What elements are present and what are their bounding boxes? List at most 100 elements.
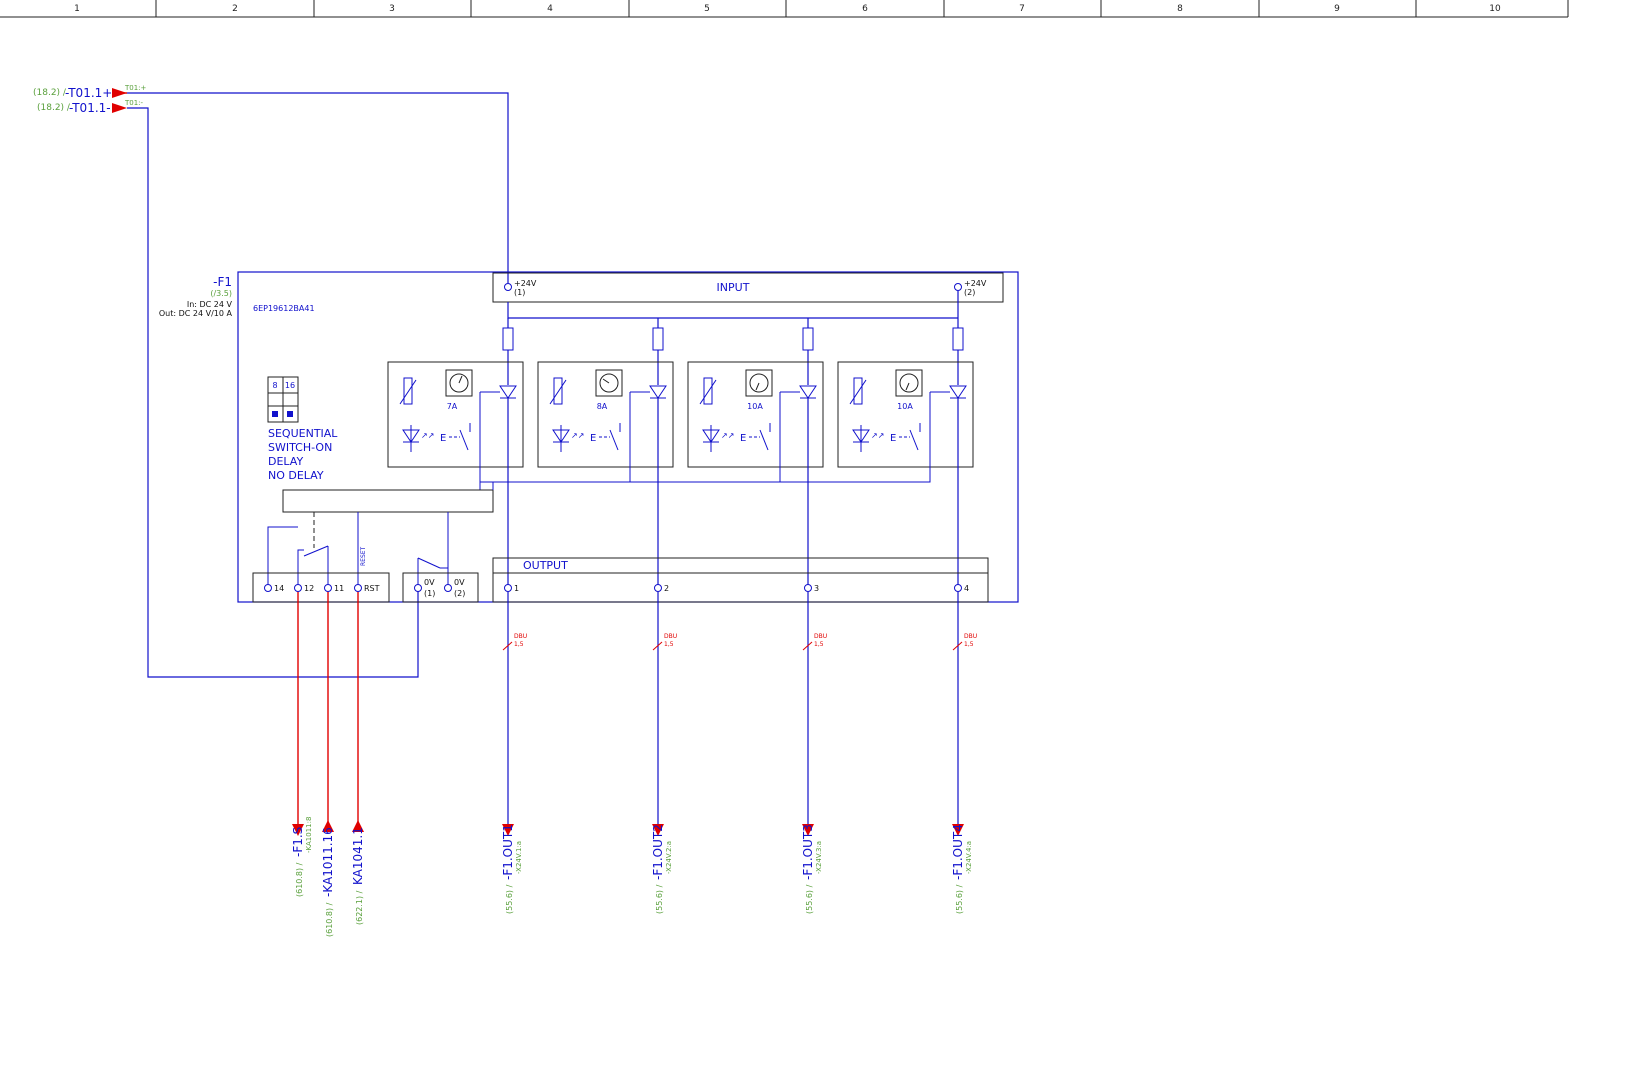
- arrow-up-icon: [352, 820, 364, 832]
- fuse-4: [952, 327, 964, 351]
- target-1-sub: -KA1011:8: [305, 817, 313, 853]
- arrow-down-icon: [292, 824, 304, 836]
- channel-3-rating: 10A: [747, 402, 763, 411]
- terminal-0v-2-num: (2): [454, 589, 465, 598]
- cable-3-type: DBU: [814, 633, 827, 640]
- channel-4-rating: 10A: [897, 402, 913, 411]
- terminal-0v-1-num: (1): [424, 589, 435, 598]
- target-6-ref: (55.6) /: [805, 884, 814, 914]
- input-minus-tag: T01:-: [124, 99, 144, 107]
- target-2-ref: (610.8) /: [325, 902, 334, 937]
- mode-text-3: DELAY: [268, 455, 303, 468]
- dip-position-8[interactable]: [272, 411, 278, 417]
- output-terminal-3[interactable]: [804, 584, 812, 592]
- cable-4-size: 1,5: [964, 641, 974, 648]
- wire-minus: [127, 107, 419, 678]
- input-bar: [492, 272, 1004, 303]
- dip-label-16: 16: [285, 381, 295, 390]
- dip-switch[interactable]: 8 16: [267, 376, 299, 423]
- dial-icon: [745, 369, 773, 397]
- supply-inputs: (18.2) / -T01.1+ T01:+ (18.2) / -T01.1- …: [33, 84, 509, 678]
- channel-output-wires: [479, 391, 959, 588]
- terminal-rst-label: RST: [364, 584, 380, 593]
- relay-terminal-strip: [252, 572, 390, 603]
- column-number-6: 6: [862, 4, 868, 14]
- mode-text-4: NO DELAY: [268, 469, 324, 482]
- target-5-name[interactable]: -F1.OUT2: [651, 824, 665, 880]
- terminal-11-label: 11: [334, 584, 344, 593]
- arrow-down-icon: [502, 824, 514, 836]
- output-terminal-2[interactable]: [654, 584, 662, 592]
- input-minus-name[interactable]: -T01.1-: [69, 101, 111, 115]
- output-terminal-4[interactable]: [954, 584, 962, 592]
- cable-2-type: DBU: [664, 633, 677, 640]
- input-terminal-1[interactable]: [504, 283, 512, 291]
- target-4-name[interactable]: -F1.OUT1: [501, 824, 515, 880]
- cable-3-size: 1,5: [814, 641, 824, 648]
- diode-icon: [949, 385, 967, 399]
- target-7-ref: (55.6) /: [955, 884, 964, 914]
- output-bar-label: OUTPUT: [523, 559, 568, 572]
- channel-module-2[interactable]: 8A ↗↗ E: [537, 361, 674, 468]
- led-letter-1: E: [440, 433, 446, 444]
- diode-icon: [649, 385, 667, 399]
- input-plus-tag: T01:+: [124, 84, 147, 92]
- output-terminal-3-label: 3: [814, 584, 819, 593]
- target-1-ref: (610.8) /: [295, 862, 304, 897]
- output-terminal-1[interactable]: [504, 584, 512, 592]
- input-terminal-1-num: (1): [514, 288, 525, 297]
- output-terminal-4-label: 4: [964, 584, 969, 593]
- terminal-0v-1-name: 0V: [424, 578, 435, 587]
- target-7-name[interactable]: -F1.OUT4: [951, 824, 965, 880]
- dip-position-16[interactable]: [287, 411, 293, 417]
- input-terminal-1-name: +24V: [514, 279, 537, 288]
- arrow-down-icon: [802, 824, 814, 836]
- input-bus: [507, 302, 958, 319]
- column-number-8: 8: [1177, 4, 1183, 14]
- outgoing-wires: DBU 1,5 DBU 1,5 DBU 1,5 DBU 1,5: [292, 592, 977, 836]
- led-letter-3: E: [740, 433, 746, 444]
- device-ref: (/3.5): [210, 289, 232, 298]
- terminal-14[interactable]: [264, 584, 272, 592]
- column-number-1: 1: [74, 4, 80, 14]
- input-terminal-2[interactable]: [954, 283, 962, 291]
- dial-icon: [445, 369, 473, 397]
- terminal-14-label: 14: [274, 584, 284, 593]
- svg-text:↗↗: ↗↗: [871, 431, 884, 440]
- channel-module-4[interactable]: 10A ↗↗ E: [837, 361, 974, 468]
- terminal-rst[interactable]: [354, 584, 362, 592]
- device-tag[interactable]: -F1: [213, 275, 232, 289]
- svg-text:↗↗: ↗↗: [571, 431, 584, 440]
- terminal-0v-1[interactable]: [414, 584, 422, 592]
- channel-module-3[interactable]: 10A ↗↗ E: [687, 361, 824, 468]
- terminal-0v-2[interactable]: [444, 584, 452, 592]
- input-plus-name[interactable]: -T01.1+: [65, 86, 112, 100]
- input-plus-ref: (18.2) /: [33, 88, 67, 98]
- terminal-12[interactable]: [294, 584, 302, 592]
- output-terminal-1-label: 1: [514, 584, 519, 593]
- column-number-10: 10: [1489, 4, 1501, 14]
- column-number-7: 7: [1019, 4, 1025, 14]
- dip-label-8: 8: [272, 381, 277, 390]
- channel-fuses: [502, 318, 964, 385]
- terminal-11[interactable]: [324, 584, 332, 592]
- fuse-3: [802, 327, 814, 351]
- output-terminal-2-label: 2: [664, 584, 669, 593]
- channel-module-1[interactable]: 7A ↗↗ E: [387, 361, 524, 468]
- cable-1-size: 1,5: [514, 641, 524, 648]
- led-letter-2: E: [590, 433, 596, 444]
- target-6-name[interactable]: -F1.OUT3: [801, 824, 815, 880]
- mode-text-1: SEQUENTIAL: [268, 427, 338, 440]
- target-5-sub: -X24V.2:a: [665, 841, 673, 874]
- column-number-3: 3: [389, 4, 395, 14]
- target-1-name[interactable]: -F1.S: [291, 827, 305, 857]
- input-bar-label: INPUT: [717, 281, 750, 294]
- target-4-ref: (55.6) /: [505, 884, 514, 914]
- target-3-name[interactable]: KA1041.1: [351, 827, 365, 885]
- terminal-12-label: 12: [304, 584, 314, 593]
- column-number-5: 5: [704, 4, 710, 14]
- reset-label: RESET: [360, 546, 367, 566]
- target-2-name[interactable]: -KA1011.16: [321, 827, 335, 897]
- dial-icon: [595, 369, 623, 397]
- target-5-ref: (55.6) /: [655, 884, 664, 914]
